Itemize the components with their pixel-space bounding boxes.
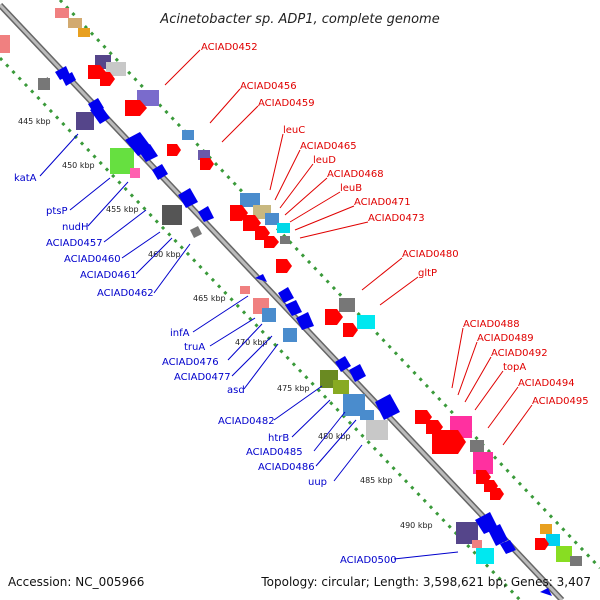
reverse-genes: [0, 35, 552, 596]
gene-label: ACIAD0471: [354, 197, 411, 208]
gene-label: ACIAD0465: [300, 141, 357, 152]
gene-label: ACIAD0488: [463, 319, 520, 330]
reverse-labels: katA ptsP nudH ACIAD0457 ACIAD0460 ACIAD…: [14, 133, 459, 566]
gene-label: ACIAD0494: [518, 378, 575, 389]
gene-label: htrB: [268, 433, 289, 444]
tick-labels: 445 kbp 450 kbp 455 kbp 460 kbp 465 kbp …: [18, 117, 433, 530]
forward-genes: [55, 8, 582, 566]
accession-text: Accession: NC_005966: [8, 575, 144, 589]
gene-label: ACIAD0476: [162, 357, 219, 368]
forward-labels: ACIAD0452 ACIAD0456 ACIAD0459 leuC ACIAD…: [164, 42, 589, 446]
gene-label: gltP: [418, 268, 437, 279]
gene-label: ACIAD0489: [477, 333, 534, 344]
tick-label: 485 kbp: [360, 476, 393, 485]
gene-label: ACIAD0456: [240, 81, 297, 92]
gene-label: truA: [184, 342, 205, 353]
tick-label: 445 kbp: [18, 117, 51, 126]
gene-label: ACIAD0486: [258, 462, 315, 473]
gene-label: ACIAD0480: [402, 249, 459, 260]
gene-label: leuC: [283, 125, 305, 136]
gene-label: ACIAD0500: [340, 555, 397, 566]
gene-label: ACIAD0482: [218, 416, 275, 427]
gene-label: topA: [503, 362, 526, 373]
gene-label: uup: [308, 477, 327, 488]
tick-label: 450 kbp: [62, 161, 95, 170]
tick-label: 480 kbp: [318, 432, 351, 441]
map-title: Acinetobacter sp. ADP1, complete genome: [159, 12, 439, 27]
topology-text: Topology: circular; Length: 3,598,621 bp…: [260, 575, 591, 589]
gene-label: ACIAD0462: [97, 288, 154, 299]
tick-label: 455 kbp: [106, 205, 139, 214]
tick-label: 475 kbp: [277, 384, 310, 393]
gene-label: leuB: [340, 183, 362, 194]
gene-label: ACIAD0492: [491, 348, 548, 359]
gene-label: infA: [170, 328, 190, 339]
tick-label: 490 kbp: [400, 521, 433, 530]
backbone: [0, 2, 565, 600]
gene-label: katA: [14, 173, 37, 184]
gene-label: ACIAD0477: [174, 372, 231, 383]
gene-label: nudH: [62, 222, 89, 233]
gene-label: asd: [227, 385, 245, 396]
tick-label: 465 kbp: [193, 294, 226, 303]
gene-label: ACIAD0473: [368, 213, 425, 224]
gene-label: ACIAD0461: [80, 270, 137, 281]
gene-label: ACIAD0485: [246, 447, 303, 458]
gene-label: ACIAD0495: [532, 396, 589, 407]
gene-label: ACIAD0468: [327, 169, 384, 180]
tick-label: 470 kbp: [235, 338, 268, 347]
gene-label: ACIAD0460: [64, 254, 121, 265]
gene-label: ACIAD0452: [201, 42, 258, 53]
gene-label: ptsP: [46, 206, 68, 217]
gene-label: leuD: [313, 155, 336, 166]
tick-label: 460 kbp: [148, 250, 181, 259]
gene-label: ACIAD0457: [46, 238, 103, 249]
gene-label: ACIAD0459: [258, 98, 315, 109]
